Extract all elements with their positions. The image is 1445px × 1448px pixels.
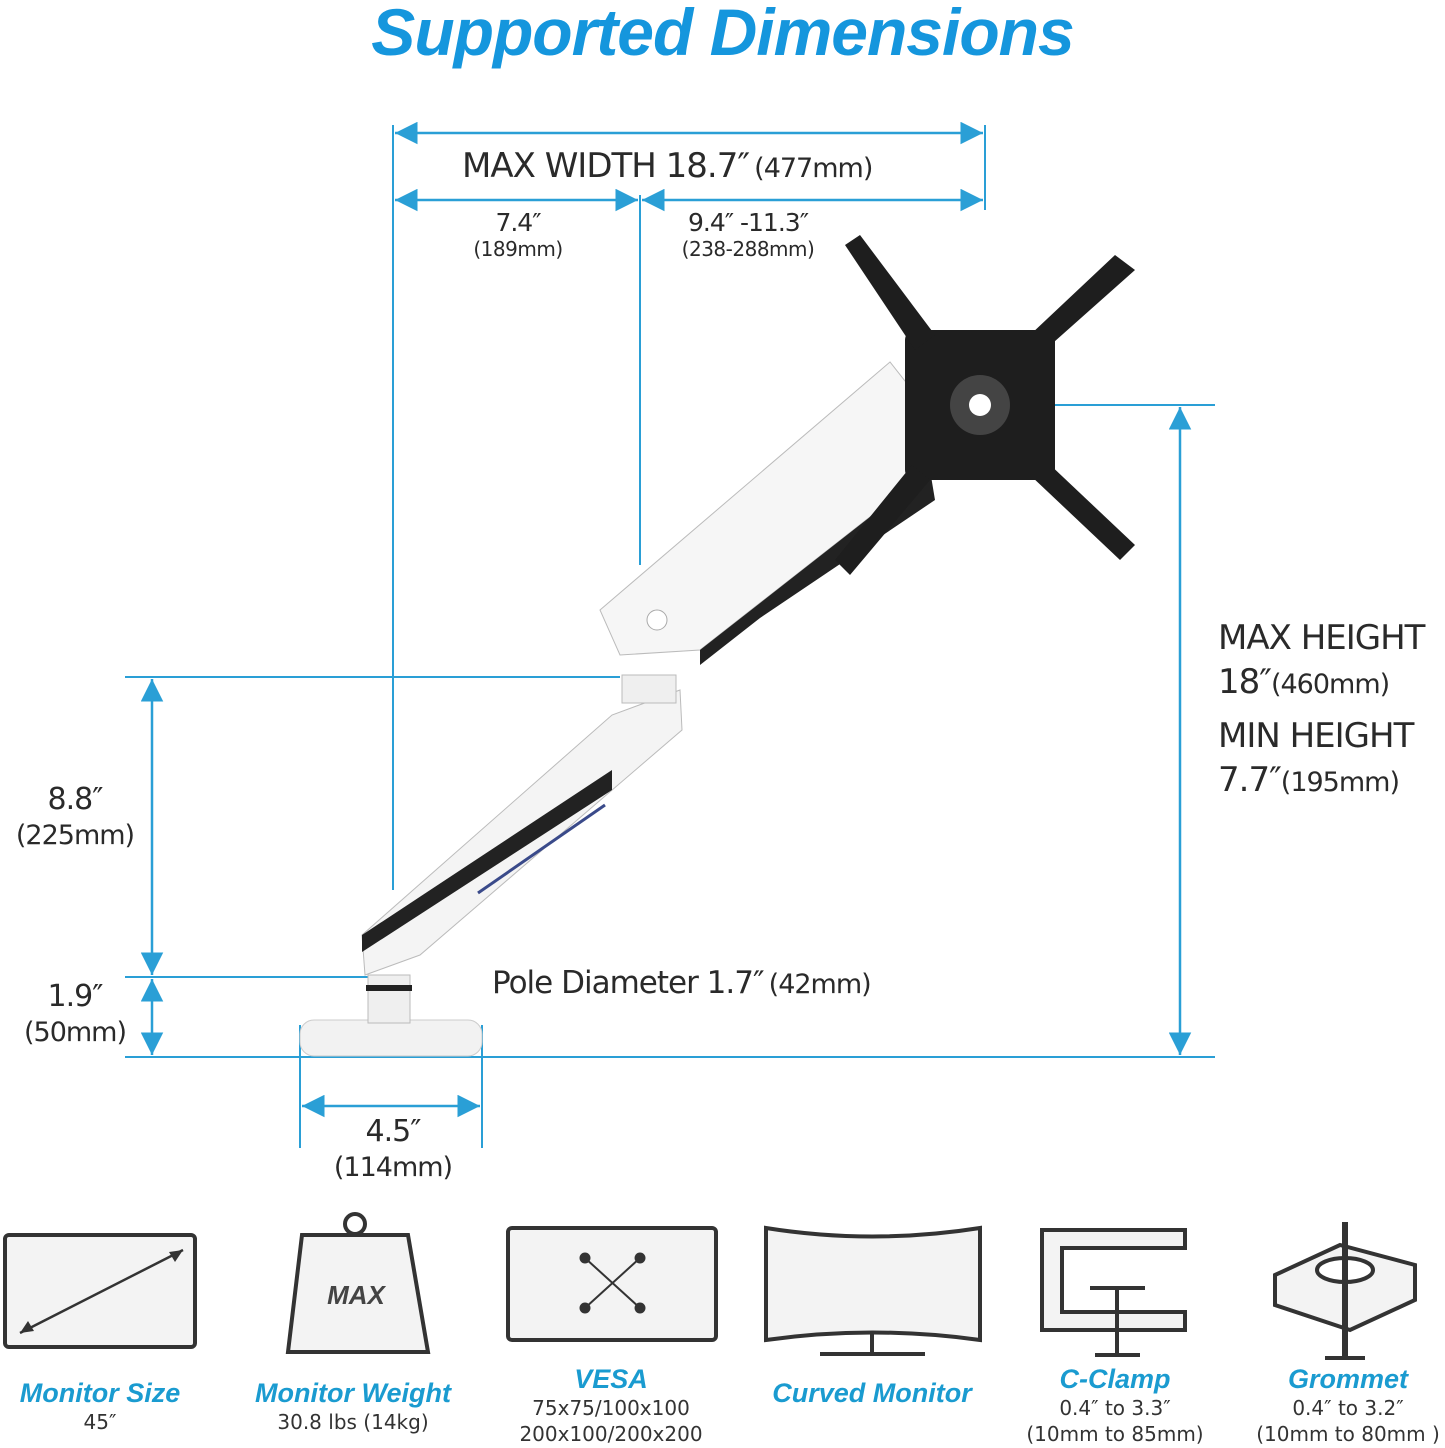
- base-width-metric: (114mm): [333, 1152, 453, 1183]
- feature-monitor-size: Monitor Size 45″: [20, 1378, 181, 1435]
- page-title: Supported Dimensions: [371, 0, 1074, 69]
- max-height-value: 18″: [1218, 662, 1272, 702]
- inner-width-metric: (189mm): [473, 237, 563, 261]
- feature-label: C-Clamp: [1059, 1364, 1171, 1394]
- pole-diameter-metric: (42mm): [768, 969, 872, 1000]
- max-width-label: MAX WIDTH 18.7″ (477mm): [462, 146, 873, 186]
- outer-width-metric: (238-288mm): [681, 237, 815, 261]
- feature-c-clamp: C-Clamp 0.4″ to 3.3″ (10mm to 85mm): [1026, 1364, 1203, 1447]
- max-height-metric: (460mm): [1270, 669, 1390, 700]
- feature-grommet: Grommet 0.4″ to 3.2″ (10mm to 80mm ): [1256, 1364, 1440, 1447]
- arm-height-value: 8.8″: [47, 782, 104, 817]
- max-width-metric: (477mm): [754, 153, 873, 184]
- feature-vesa: VESA 75x75/100x100 200x100/200x200: [519, 1364, 702, 1447]
- feature-label: Monitor Weight: [255, 1378, 451, 1408]
- outer-width-label: 9.4″ -11.3″ (238-288mm): [682, 208, 815, 261]
- feature-detail: 75x75/100x100: [532, 1396, 690, 1420]
- feature-detail: 30.8 lbs (14kg): [277, 1410, 429, 1434]
- min-height-value: 7.7″: [1218, 760, 1282, 800]
- feature-label: Monitor Size: [19, 1378, 181, 1408]
- base-width-value: 4.5″: [365, 1114, 422, 1149]
- inner-width-value: 7.4″: [495, 208, 541, 237]
- feature-label: VESA: [574, 1364, 648, 1394]
- max-height-label: MAX HEIGHT: [1218, 618, 1425, 658]
- feature-curved-monitor: Curved Monitor: [772, 1378, 972, 1409]
- arm-height-metric: (225mm): [15, 820, 135, 851]
- base-height-label: 1.9″ (50mm): [23, 979, 127, 1051]
- height-labels: MAX HEIGHT 18″(460mm) MIN HEIGHT 7.7″(19…: [1218, 616, 1425, 808]
- feature-label: Curved Monitor: [772, 1378, 972, 1408]
- base-height-metric: (50mm): [23, 1017, 127, 1048]
- feature-label: Grommet: [1287, 1364, 1409, 1394]
- base-height-value: 1.9″: [47, 979, 104, 1014]
- pole-diameter-value: Pole Diameter 1.7″: [492, 965, 765, 1001]
- inner-width-label: 7.4″ (189mm): [473, 208, 563, 261]
- min-height-label: MIN HEIGHT: [1218, 716, 1414, 756]
- pole-diameter-label: Pole Diameter 1.7″ (42mm): [492, 965, 872, 1001]
- arm-height-label: 8.8″ (225mm): [15, 782, 135, 854]
- feature-detail: 45″: [83, 1410, 117, 1434]
- vesa-plate: [835, 235, 1135, 575]
- feature-detail: 200x100/200x200: [519, 1422, 703, 1446]
- feature-monitor-weight: Monitor Weight 30.8 lbs (14kg): [255, 1378, 451, 1435]
- min-height-metric: (195mm): [1280, 767, 1400, 798]
- base-width-label: 4.5″ (114mm): [333, 1114, 453, 1186]
- max-width-value: MAX WIDTH 18.7″: [462, 146, 750, 186]
- feature-detail: (10mm to 85mm): [1026, 1422, 1204, 1446]
- feature-detail: 0.4″ to 3.2″: [1292, 1396, 1404, 1420]
- feature-detail: (10mm to 80mm ): [1256, 1422, 1440, 1446]
- dimension-lines: [125, 121, 1215, 1148]
- monitor-arm-illustration: [299, 235, 1135, 1057]
- outer-width-value: 9.4″ -11.3″: [687, 208, 809, 237]
- feature-detail: 0.4″ to 3.3″: [1059, 1396, 1171, 1420]
